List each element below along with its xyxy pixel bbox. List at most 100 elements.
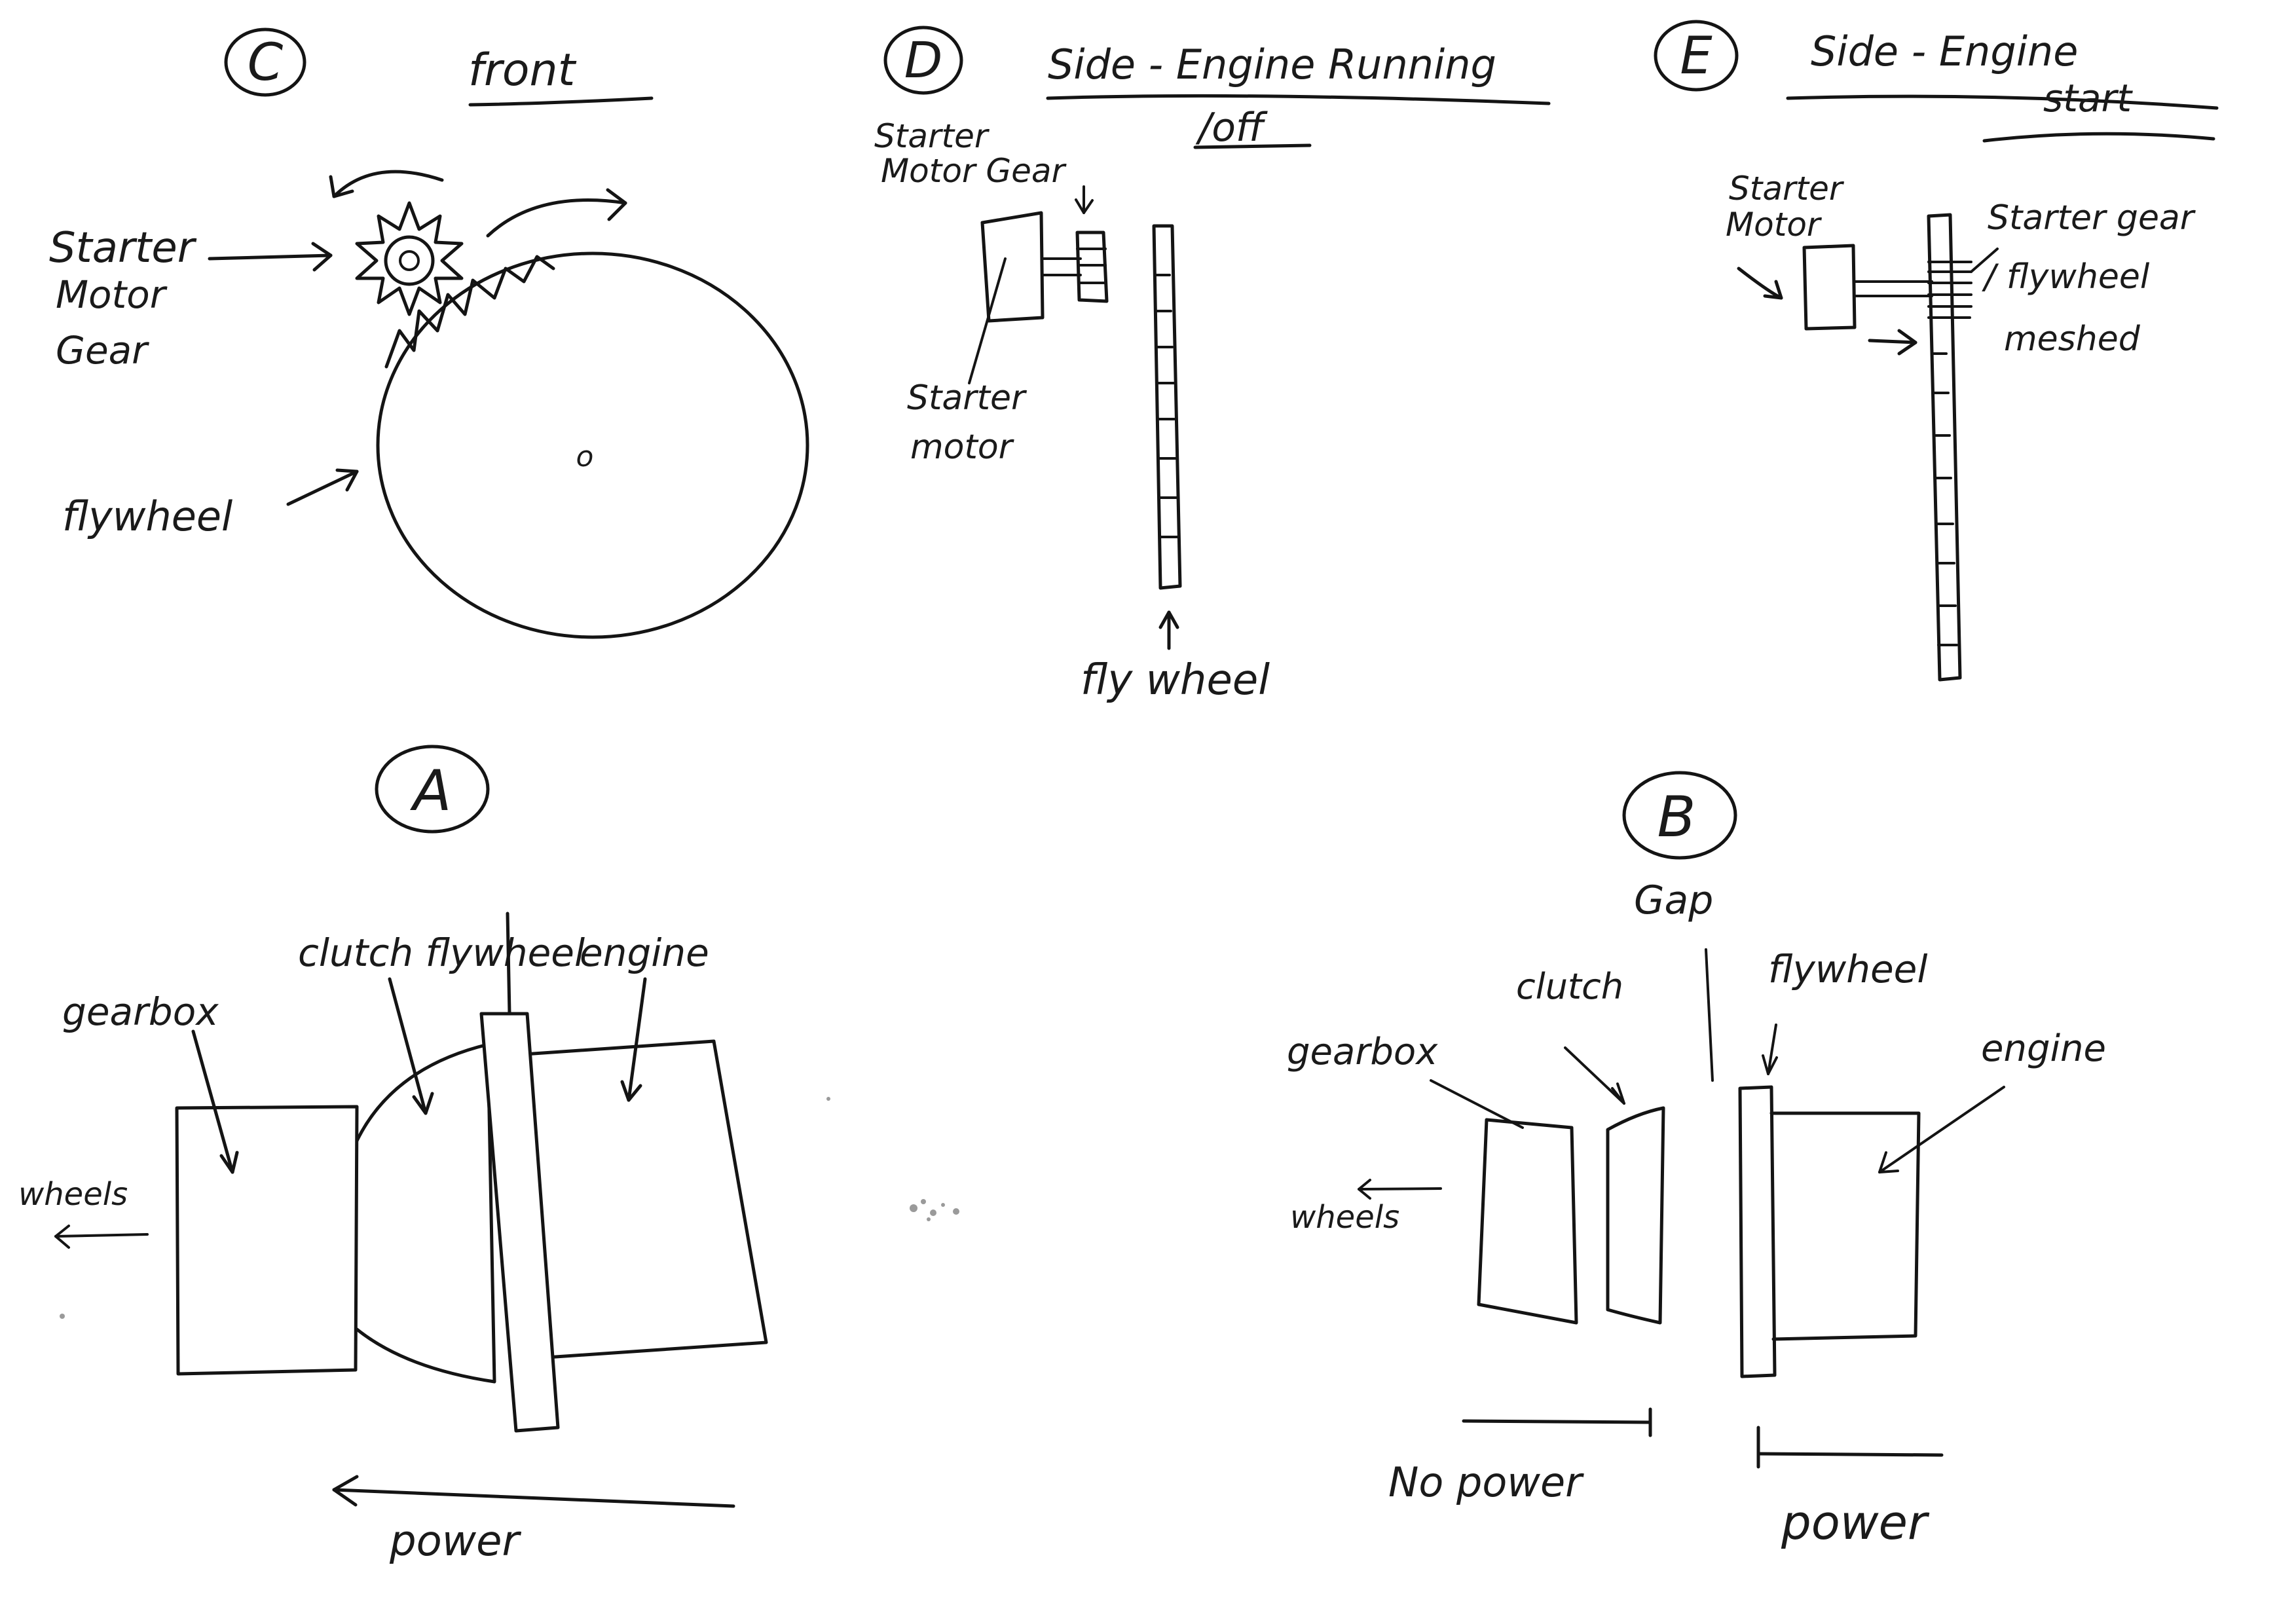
scan-specks bbox=[60, 1097, 959, 1319]
b-clutch-label: clutch bbox=[1516, 966, 1623, 1007]
start-motor-pointer-head bbox=[1763, 280, 1783, 300]
a-clutch-pointer bbox=[388, 977, 428, 1115]
a-gearbox-label: gearbox bbox=[62, 989, 219, 1034]
a-wheels-label: wheels bbox=[18, 1176, 128, 1213]
starter-gear-center bbox=[399, 250, 420, 271]
panel-b-marker: B bbox=[1657, 784, 1696, 850]
panel-e-title-2: start bbox=[2043, 76, 2133, 120]
b-engine-pointer bbox=[1878, 1086, 2005, 1173]
panel-c-marker: C bbox=[248, 33, 284, 92]
panel-b-marker-circle bbox=[1622, 771, 1737, 860]
front-starter-pointer bbox=[208, 253, 333, 261]
b-gearbox-pointer bbox=[1430, 1079, 1524, 1129]
start-motor-label-1: Starter bbox=[1729, 170, 1845, 208]
side-starter-motor-body bbox=[980, 211, 1045, 323]
flywheel-rotation-arrowhead bbox=[606, 188, 627, 221]
panel-a-marker-circle bbox=[375, 745, 490, 834]
side-starter-shaft bbox=[1041, 257, 1082, 276]
b-no-power-line bbox=[1462, 1419, 1652, 1424]
b-gearbox-label: gearbox bbox=[1287, 1031, 1438, 1073]
start-mesh-pointer bbox=[1970, 248, 1999, 273]
start-flywheel-edge bbox=[1927, 213, 1962, 682]
side-gear-pointer-head bbox=[1075, 198, 1094, 214]
panel-d-title-underline bbox=[1046, 94, 1551, 105]
a-flywheel-pointer bbox=[506, 912, 511, 1016]
a-power-label: power bbox=[389, 1517, 522, 1566]
gear-rotation-arc bbox=[332, 170, 444, 198]
b-clutch-pointer bbox=[1564, 1046, 1625, 1105]
side-motor-pointer bbox=[968, 257, 1007, 384]
panel-e: E Side - Engine start Starter Motor Star… bbox=[1654, 20, 2219, 682]
side-motor-label-1: Starter bbox=[907, 378, 1028, 418]
panel-e-title-underline bbox=[1786, 94, 2219, 110]
a-engine-pointer-head bbox=[620, 1080, 642, 1102]
b-gap-label: Gap bbox=[1634, 877, 1713, 923]
start-mesh-label-1: Starter gear bbox=[1988, 198, 2196, 238]
b-clutch-pointer-head bbox=[1611, 1082, 1625, 1105]
panel-c-title-underline bbox=[468, 96, 654, 107]
side-flywheel-label: fly wheel bbox=[1081, 656, 1270, 705]
side-gear-label-2: Motor Gear bbox=[881, 152, 1067, 190]
b-power-line bbox=[1756, 1452, 1944, 1457]
panel-b: B Gap clutch flywheel gearbox engine whe… bbox=[1287, 771, 2106, 1550]
b-flywheel-pointer-head bbox=[1762, 1054, 1778, 1075]
front-flywheel-teeth bbox=[384, 255, 555, 369]
a-engine-label: engine bbox=[580, 931, 709, 975]
start-engage-arrow bbox=[1868, 339, 1917, 344]
a-gearbox-pointer-head bbox=[219, 1151, 239, 1174]
a-power-arrow bbox=[332, 1488, 735, 1508]
a-power-arrow-head bbox=[332, 1475, 359, 1507]
starter-gear-hub bbox=[384, 235, 435, 286]
gear-rotation-arrowhead bbox=[329, 175, 354, 198]
a-flywheel-plate bbox=[479, 1012, 560, 1433]
start-starter-shaft bbox=[1853, 280, 1933, 297]
b-engine-pointer-head bbox=[1878, 1151, 1899, 1173]
b-gap-pointer bbox=[1705, 948, 1714, 1082]
panel-e-title-2-underline bbox=[1982, 132, 2215, 143]
side-gear-label-1: Starter bbox=[874, 117, 990, 155]
a-clutch-housing bbox=[355, 1043, 496, 1384]
panel-a: A gearbox clutch flywheel engine wheels … bbox=[18, 745, 768, 1566]
front-flywheel-center: o bbox=[576, 440, 594, 473]
panel-c-title: front bbox=[468, 45, 577, 96]
a-engine-pointer bbox=[627, 977, 647, 1102]
a-gearbox-box bbox=[175, 1105, 359, 1376]
start-mesh-label-3: meshed bbox=[2004, 320, 2141, 359]
b-no-power-label: No power bbox=[1388, 1458, 1584, 1506]
starter-gear-icon bbox=[355, 201, 464, 316]
a-gearbox-pointer bbox=[191, 1029, 234, 1174]
panel-d-subtitle-underline bbox=[1193, 143, 1312, 149]
a-wheels-arrow-head bbox=[54, 1225, 70, 1249]
panel-d-title: Side - Engine Running bbox=[1048, 41, 1496, 88]
side-flywheel-pointer-head bbox=[1158, 610, 1179, 629]
panel-d-subtitle: /off bbox=[1195, 105, 1268, 151]
side-flywheel-teeth bbox=[1155, 274, 1179, 538]
a-wheels-arrow bbox=[54, 1233, 149, 1238]
front-starter-label-1: Starter bbox=[49, 224, 197, 272]
panel-e-marker-circle bbox=[1654, 20, 1739, 92]
front-flywheel-label: flywheel bbox=[62, 492, 232, 540]
front-starter-label-2: Motor bbox=[56, 272, 168, 317]
panel-e-title-1: Side - Engine bbox=[1811, 28, 2078, 75]
start-motor-label-2: Motor bbox=[1726, 206, 1823, 244]
start-mesh-label-2: / flywheel bbox=[1982, 257, 2150, 297]
b-engine-box bbox=[1769, 1111, 1921, 1341]
a-engine-box bbox=[522, 1039, 768, 1361]
side-motor-label-2: motor bbox=[910, 428, 1015, 467]
panel-d-marker: D bbox=[904, 31, 943, 89]
side-flywheel-edge bbox=[1152, 224, 1182, 590]
panel-c-marker-circle bbox=[224, 28, 306, 97]
side-starter-gear-teeth bbox=[1076, 248, 1107, 284]
front-starter-label-3: Gear bbox=[56, 328, 149, 373]
b-flywheel-pointer bbox=[1767, 1024, 1777, 1075]
b-flywheel-label: flywheel bbox=[1768, 947, 1927, 991]
b-wheels-label: wheels bbox=[1290, 1199, 1399, 1236]
start-engage-arrow-head bbox=[1897, 329, 1917, 356]
panel-d-marker-circle bbox=[883, 26, 963, 95]
b-engine-label: engine bbox=[1981, 1027, 2106, 1070]
front-starter-pointer-head bbox=[311, 242, 333, 272]
b-flywheel-plate bbox=[1738, 1085, 1777, 1378]
side-starter-gear bbox=[1075, 231, 1109, 303]
front-flywheel-pointer bbox=[286, 470, 359, 506]
